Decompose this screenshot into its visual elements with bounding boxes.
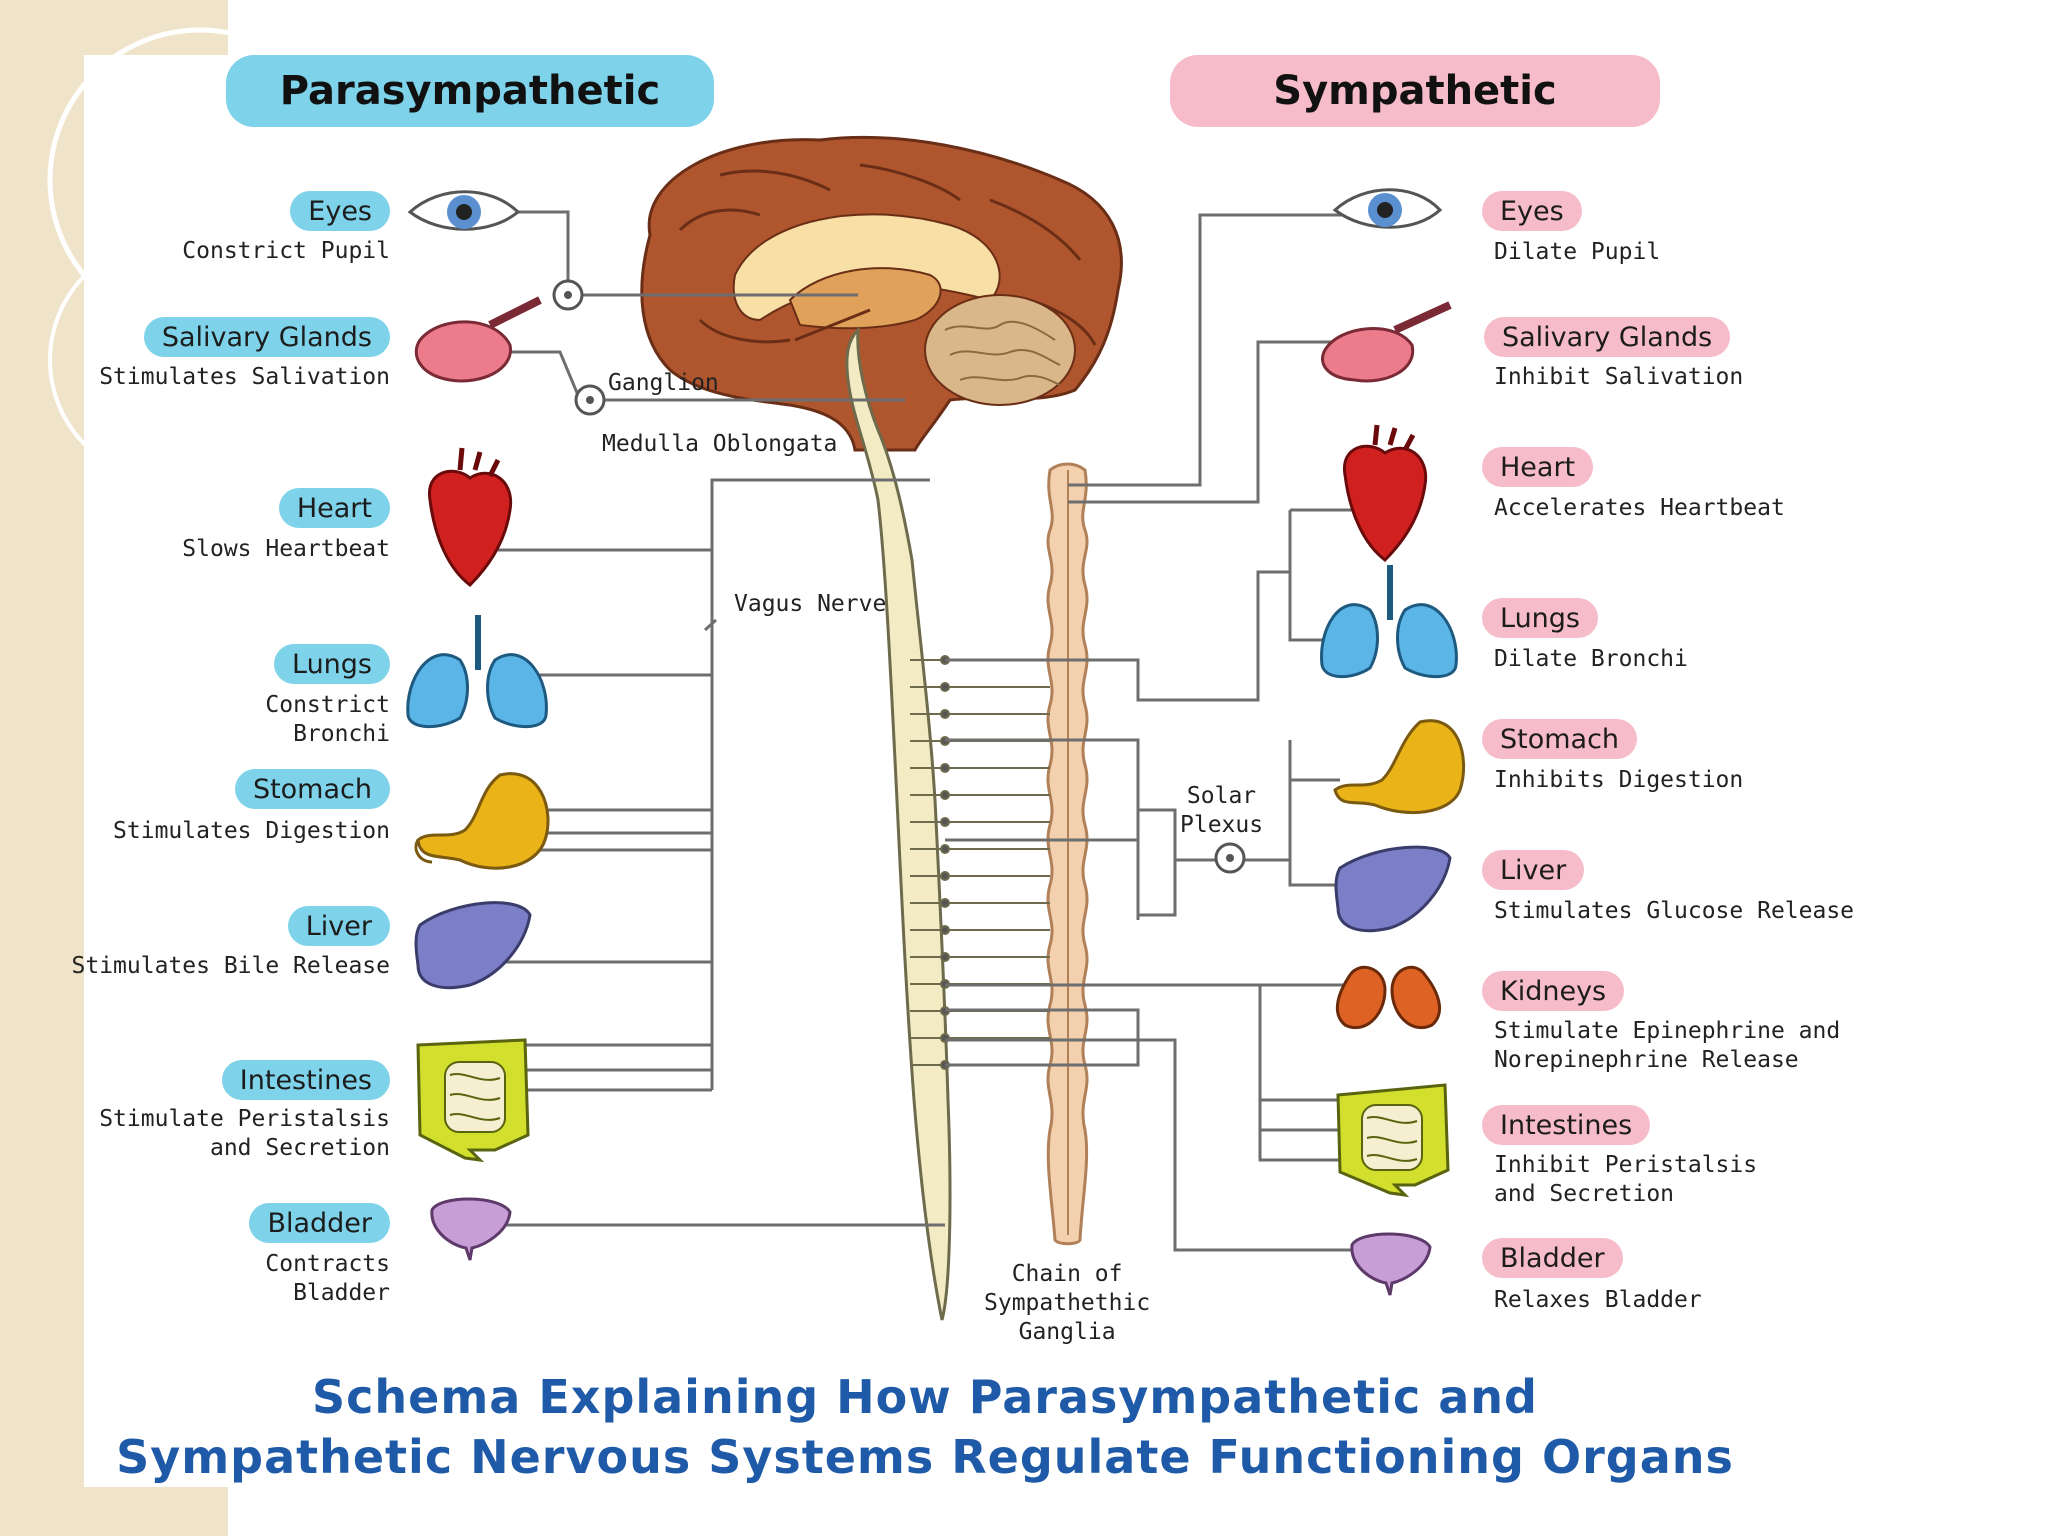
sym-liver-label: Liver xyxy=(1482,850,1585,890)
para-bladder-label: Bladder xyxy=(249,1203,390,1243)
lungs-icon xyxy=(1320,565,1458,679)
sym-salivary-effect: Inhibit Salivation xyxy=(1494,364,1744,390)
intestines-icon xyxy=(416,1038,530,1163)
sym-eyes-effect: Dilate Pupil xyxy=(1494,239,1661,265)
bladder-icon xyxy=(430,1197,512,1261)
caption-line-1: Schema Explaining How Parasympathetic an… xyxy=(312,1370,1538,1424)
sym-heart-effect: Accelerates Heartbeat xyxy=(1494,495,1785,521)
para-liver-effect: Stimulates Bile Release xyxy=(71,953,391,979)
spinal-cord xyxy=(845,326,952,1321)
spinal-segment-dot xyxy=(940,844,950,854)
sym-kidneys-label: Kidneys xyxy=(1482,971,1625,1011)
heart-icon xyxy=(1343,424,1428,562)
sym-intestines-label: Intestines xyxy=(1482,1105,1651,1145)
lungs-icon xyxy=(406,615,548,729)
sym-heart-label: Heart xyxy=(1482,447,1594,487)
stomach-icon xyxy=(1333,719,1466,815)
spinal-segment-dot xyxy=(940,790,950,800)
sym-bladder-label: Bladder xyxy=(1482,1238,1623,1278)
ganglion-annotation: Ganglion xyxy=(608,370,719,396)
kidneys-icon xyxy=(1335,965,1442,1029)
sym-kidneys-effect: Stimulate Epinephrine and Norepinephrine… xyxy=(1494,1018,1841,1073)
para-heart-label: Heart xyxy=(278,488,390,528)
ganglia-chain-annotation: Chain of Sympathethic Ganglia xyxy=(984,1261,1151,1345)
bladder-icon xyxy=(1350,1232,1432,1296)
para-eyes-effect: Constrict Pupil xyxy=(182,238,390,264)
salivary-gland-icon xyxy=(1321,301,1452,383)
sym-lungs-label: Lungs xyxy=(1482,598,1598,638)
para-intestines-label: Intestines xyxy=(221,1060,390,1100)
spinal-segment-dot xyxy=(940,817,950,827)
para-lungs-label: Lungs xyxy=(274,644,390,684)
nerve-lines xyxy=(450,210,1365,1252)
parasympathetic-header: Parasympathetic xyxy=(226,55,714,127)
sym-stomach-label: Stomach xyxy=(1482,719,1638,759)
stomach-icon xyxy=(414,772,550,870)
spinal-segment-dot xyxy=(940,925,950,935)
sym-lungs-effect: Dilate Bronchi xyxy=(1494,646,1688,672)
para-intestines-effect: Stimulate Peristalsis and Secretion xyxy=(99,1106,390,1161)
ganglion-nodes xyxy=(552,279,1246,874)
sym-liver-effect: Stimulates Glucose Release xyxy=(1494,898,1855,924)
caption-line-2: Sympathetic Nervous Systems Regulate Fun… xyxy=(116,1430,1734,1484)
para-heart-effect: Slows Heartbeat xyxy=(182,536,390,562)
sym-stomach-effect: Inhibits Digestion xyxy=(1494,767,1744,793)
eye-icon xyxy=(407,190,521,231)
spinal-segment-dot xyxy=(940,898,950,908)
spinal-segment-dot xyxy=(940,682,950,692)
salivary-gland-icon xyxy=(414,296,542,383)
para-stomach-label: Stomach xyxy=(234,769,390,809)
medulla-oblongata-annotation: Medulla Oblongata xyxy=(602,431,838,457)
para-salivary-label: Salivary Glands xyxy=(143,317,390,357)
intestines-icon xyxy=(1336,1083,1450,1198)
para-salivary-effect: Stimulates Salivation xyxy=(99,364,390,390)
eye-icon xyxy=(1332,188,1443,229)
liver-icon xyxy=(1334,845,1452,933)
sympathetic-header: Sympathetic xyxy=(1170,55,1660,127)
spinal-segment-dot xyxy=(940,709,950,719)
sym-eyes-label: Eyes xyxy=(1482,191,1582,231)
sym-bladder-effect: Relaxes Bladder xyxy=(1494,1287,1702,1313)
heart-icon xyxy=(428,447,513,587)
para-eyes-label: Eyes xyxy=(290,191,390,231)
para-lungs-effect: Constrict Bronchi xyxy=(265,692,390,747)
spinal-segment-dot xyxy=(940,763,950,773)
sym-salivary-label: Salivary Glands xyxy=(1484,317,1731,357)
para-liver-label: Liver xyxy=(287,906,390,946)
sym-intestines-effect: Inhibit Peristalsis and Secretion xyxy=(1494,1152,1758,1207)
solar-plexus-annotation: Solar Plexus xyxy=(1180,783,1264,838)
para-bladder-effect: Contracts Bladder xyxy=(265,1251,390,1306)
vagus-nerve-annotation: Vagus Nerve xyxy=(734,591,887,617)
para-stomach-effect: Stimulates Digestion xyxy=(113,818,390,844)
spinal-segment-dot xyxy=(940,871,950,881)
spinal-segment-dot xyxy=(940,952,950,962)
liver-icon xyxy=(414,901,532,990)
